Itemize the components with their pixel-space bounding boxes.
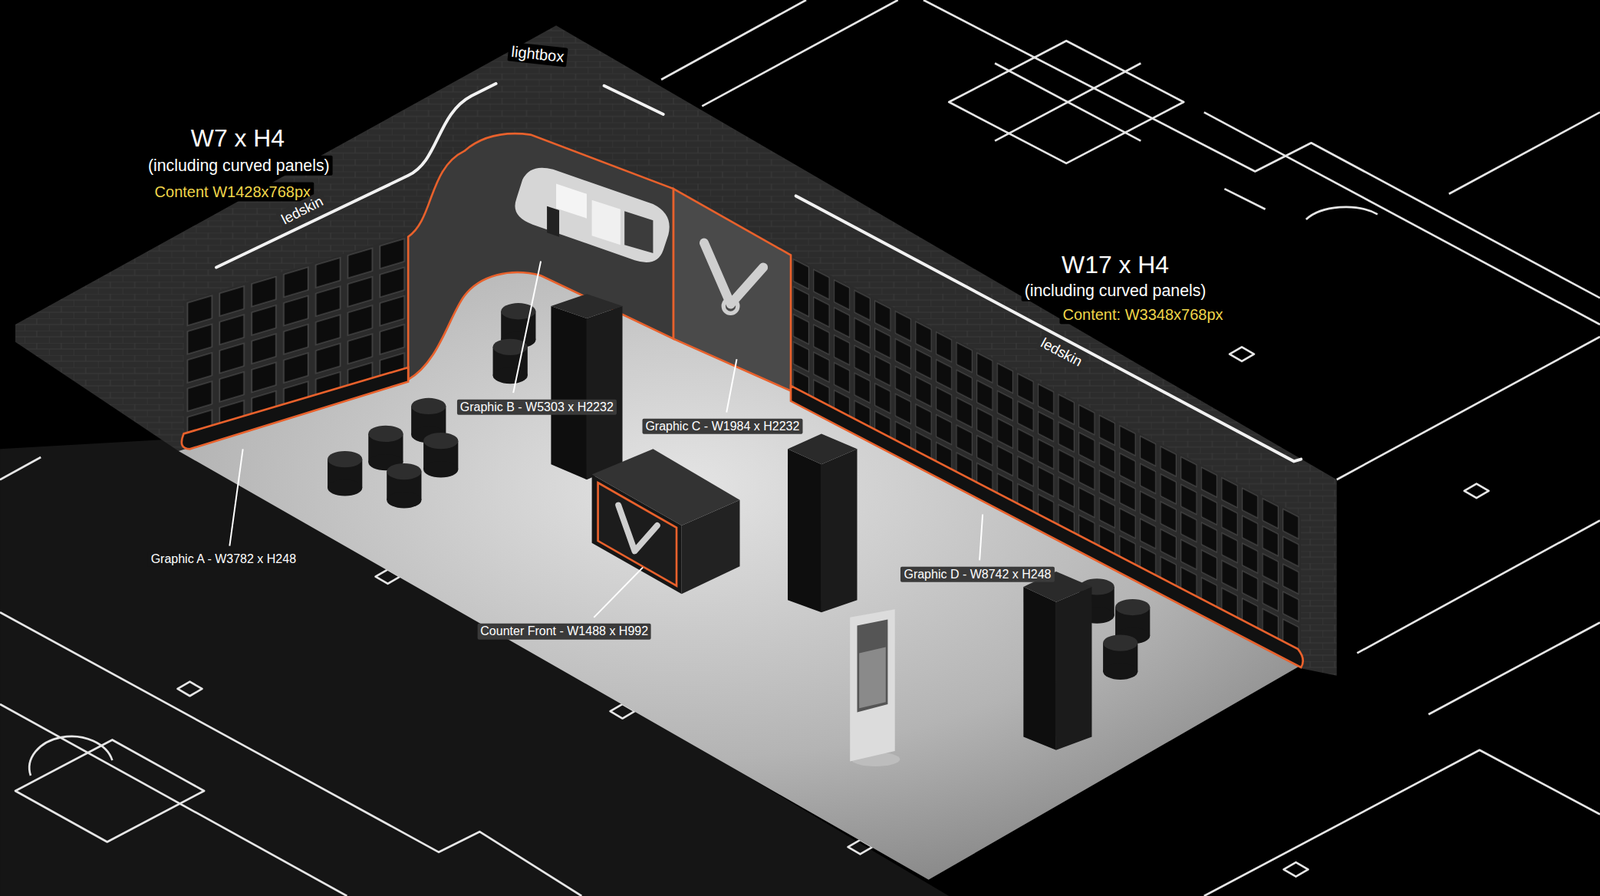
pillars <box>787 433 857 465</box>
stools <box>368 425 403 471</box>
lightbox-line <box>604 85 664 115</box>
wall-size: W17 x H4 <box>1058 249 1173 280</box>
graphic-dimension: Graphic C - W1984 x H2232 <box>641 418 803 435</box>
graphic-walls <box>673 188 791 391</box>
floor-plan-lines <box>1283 862 1309 877</box>
graphic-walls <box>556 183 587 218</box>
floor-plan-lines <box>177 681 203 697</box>
floor-plan-lines <box>1464 483 1489 499</box>
pillars <box>787 448 822 613</box>
leader-lines <box>726 358 737 412</box>
floor-plan-lines <box>1224 188 1378 220</box>
reception-counter <box>592 448 741 594</box>
pillars <box>1023 586 1057 751</box>
graphic-walls <box>704 243 764 305</box>
ledskin-panels <box>790 255 1301 654</box>
content-size: Content: W3348x768px <box>1059 304 1226 324</box>
floor-plan-lines <box>661 0 807 80</box>
leader-lines <box>229 448 243 546</box>
graphic-dimension: Counter Front - W1488 x H992 <box>477 623 652 639</box>
pillars <box>550 293 1092 751</box>
wall-size-note: (including curved panels) <box>1021 280 1210 301</box>
graphic-walls <box>592 200 621 246</box>
digital-kiosk <box>859 646 886 708</box>
floor-plan-lines <box>1336 336 1600 480</box>
floor-plan-lines <box>701 0 898 106</box>
floor-plan-lines <box>0 612 582 896</box>
floor-plan-lines <box>1448 111 1600 194</box>
floor-plan-lines <box>948 40 1184 164</box>
leader-lines <box>593 567 643 618</box>
graphic-walls <box>514 167 669 263</box>
stools <box>327 451 363 497</box>
ledskin-panels <box>790 255 1301 654</box>
graphic-dimension: Graphic B - W5303 x H2232 <box>457 399 617 415</box>
pillars <box>550 306 587 480</box>
floor-plan-lines <box>1204 750 1600 896</box>
floor-plan-lines <box>994 62 1141 141</box>
leader-lines <box>229 261 983 618</box>
stools <box>493 339 528 385</box>
content-size: Content W1428x768px <box>151 182 314 202</box>
ledskin-label: ledskin <box>1034 332 1088 373</box>
wall-size: W7 x H4 <box>187 122 288 153</box>
digital-kiosk <box>856 618 888 712</box>
floor-plan-lines <box>923 0 1600 298</box>
pillars <box>586 306 623 480</box>
graphic-bands <box>181 367 1304 668</box>
reception-counter <box>618 504 658 551</box>
floor-plan-lines <box>1428 622 1600 715</box>
graphic-walls <box>723 299 738 314</box>
stools <box>386 463 422 509</box>
leader-lines <box>513 261 541 394</box>
graphic-walls <box>546 206 560 238</box>
lightbox-line <box>216 83 497 267</box>
digital-kiosk <box>849 609 900 767</box>
pillars <box>550 293 623 319</box>
pillars <box>1056 586 1093 751</box>
graphic-walls <box>408 133 674 380</box>
stools <box>423 432 458 478</box>
wall-size-note: (including curved panels) <box>144 154 333 175</box>
reception-counter <box>598 482 677 586</box>
stools <box>1102 634 1138 680</box>
floor-plan-lines <box>1229 346 1255 362</box>
leader-lines <box>979 513 983 560</box>
floor-plan-lines <box>29 736 112 776</box>
graphic-dimension: Graphic D - W8742 x H248 <box>900 566 1054 583</box>
lightbox-line <box>796 195 1301 461</box>
floor-plan-lines <box>0 704 347 896</box>
graphic-walls <box>624 210 653 254</box>
floor-plan-lines <box>1204 111 1600 325</box>
floor-plan-lines <box>0 457 41 480</box>
lightbox-label: lightbox <box>507 41 569 67</box>
digital-kiosk <box>849 609 896 761</box>
graphic-dimension: Graphic A - W3782 x H248 <box>148 551 300 567</box>
ledskin-panels <box>184 234 1302 653</box>
lightbox-line <box>216 83 1301 461</box>
pillars <box>821 448 858 613</box>
floor-plan-lines <box>1356 520 1600 653</box>
